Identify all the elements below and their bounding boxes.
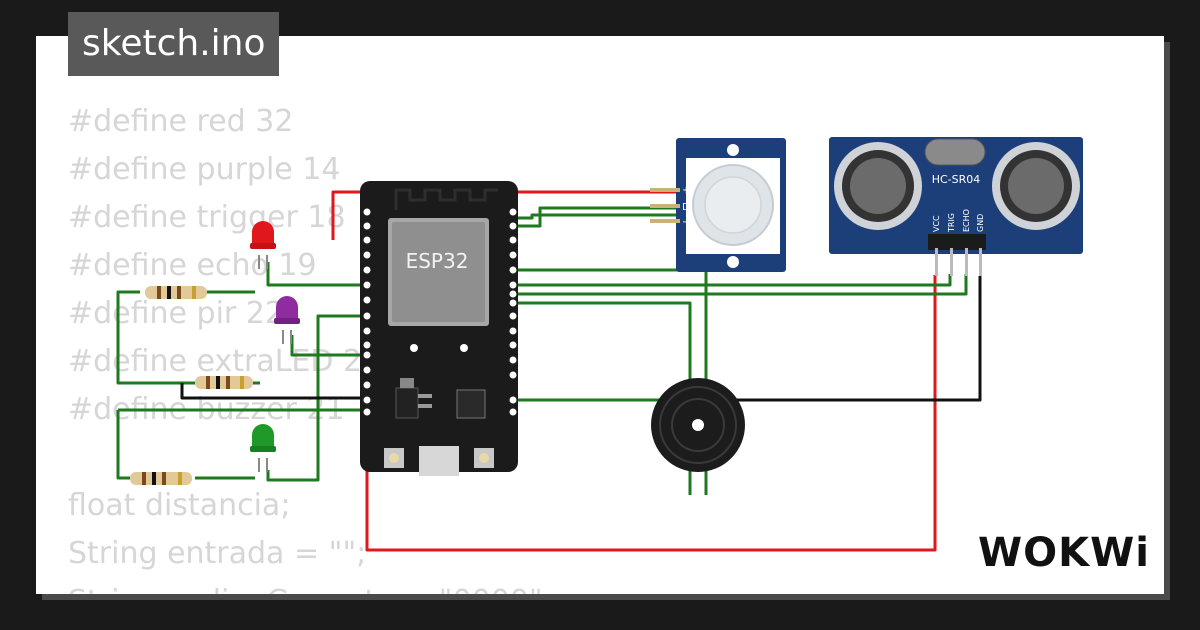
resistor-3[interactable]: [130, 472, 192, 485]
esp32-label: ESP32: [406, 249, 469, 273]
code-preview: #define red 32 #define purple 14 #define…: [68, 98, 553, 594]
wire-black-res: [180, 383, 367, 400]
ultrasonic-label: HC-SR04: [932, 173, 981, 186]
code-line: #define red 32: [68, 104, 294, 139]
project-card: #define red 32 #define purple 14 #define…: [36, 36, 1164, 594]
wire-red-vcc: [331, 190, 937, 552]
buzzer[interactable]: [651, 378, 745, 472]
code-line: #define trigger 18: [68, 200, 346, 235]
wokwi-logo[interactable]: WOKWi: [978, 530, 1150, 576]
led-red[interactable]: [250, 221, 276, 269]
pir-pin-vcc: +: [682, 185, 690, 196]
wire-green-led1: [266, 262, 367, 287]
code-line: #define purple 14: [68, 152, 341, 187]
file-tab[interactable]: sketch.ino: [68, 12, 280, 76]
us-pin-trig: TRIG: [947, 213, 956, 233]
led-purple[interactable]: [274, 296, 300, 344]
code-line: String codigoCorrecto = "0000";: [68, 584, 553, 594]
code-line: String entrada = "";: [68, 536, 367, 571]
us-pin-gnd: GND: [976, 214, 985, 232]
wire-green-led3: [266, 314, 367, 482]
esp32-board[interactable]: ESP32: [360, 181, 518, 476]
wire-black-gnd: [700, 276, 982, 402]
esp32-pins-right: [509, 208, 517, 416]
code-line: #define extraLED 23: [68, 344, 382, 379]
pir-pin-data: D: [682, 202, 690, 213]
code-line: float distancia;: [68, 488, 291, 523]
us-pin-echo: ECHO: [962, 209, 971, 232]
us-pin-vcc: VCC: [932, 215, 941, 232]
pir-pin-gnd: −: [682, 217, 690, 228]
esp32-pins-left: [363, 208, 371, 416]
led-green[interactable]: [250, 424, 276, 472]
wires: [116, 190, 982, 552]
wire-green-pir: [513, 206, 680, 228]
wire-green-trig: [513, 268, 968, 495]
code-line: #define echo 19: [68, 248, 317, 283]
wire-green-led2: [290, 335, 367, 357]
pir-sensor[interactable]: + D −: [650, 138, 786, 272]
resistor-2[interactable]: [195, 376, 253, 389]
ultrasonic-sensor[interactable]: HC-SR04 VCC TRIG ECHO GND: [829, 137, 1083, 276]
resistor-1[interactable]: [145, 286, 207, 299]
